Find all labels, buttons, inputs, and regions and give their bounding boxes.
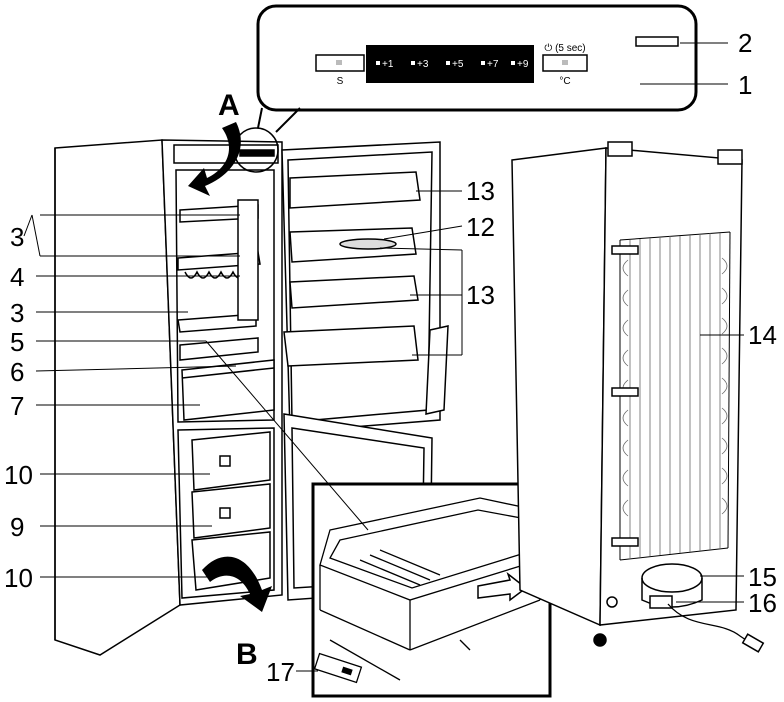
callout-4: 4 (10, 262, 24, 292)
timer-label: ⏻ (5 sec) (544, 43, 585, 54)
pull-arrow (477, 571, 528, 602)
callout-10b: 10 (4, 563, 33, 593)
callout-9: 9 (10, 512, 24, 542)
callout-14: 14 (748, 320, 777, 350)
callout-5: 5 (10, 327, 24, 357)
callout-17: 17 (266, 657, 295, 687)
callout-7: 7 (10, 391, 24, 421)
temp-label-7: +7 (487, 59, 499, 70)
temp-label-5: +5 (452, 59, 464, 70)
callout-numbers: 1 2 3 4 3 5 6 7 10 9 10 13 12 13 14 15 1… (4, 28, 777, 687)
compressor (641, 563, 703, 593)
temp-label-1: +1 (382, 59, 394, 70)
callout-6: 6 (10, 357, 24, 387)
callout-16: 16 (748, 588, 777, 618)
callout-2: 2 (738, 28, 752, 58)
arrow-a-label: A (218, 89, 240, 122)
power-plug (741, 633, 765, 653)
temp-label-3: +3 (417, 59, 429, 70)
callout-12: 12 (466, 212, 495, 242)
callout-13a: 13 (466, 176, 495, 206)
fridge-rear-view (511, 141, 765, 653)
callout-3b: 3 (10, 298, 24, 328)
arrow-b-label: B (236, 638, 258, 671)
control-panel-callout: S +1 +3 +5 +7 +9 ⏻ (5 sec) °C (256, 4, 698, 133)
arrow-a: A (188, 89, 241, 196)
indicator-lamp (635, 36, 679, 47)
callout-3a: 3 (10, 222, 24, 252)
condenser-grid (622, 233, 728, 558)
temperature-indicators: +1 +3 +5 +7 +9 (376, 59, 529, 70)
s-button-label: S (337, 76, 344, 87)
arrow-b: B (202, 556, 272, 671)
leader-lines (23, 42, 744, 672)
celsius-label: °C (559, 76, 570, 87)
callout-1: 1 (738, 70, 752, 100)
callout-13b: 13 (466, 280, 495, 310)
temp-label-9: +9 (517, 59, 529, 70)
callout-10a: 10 (4, 460, 33, 490)
crisper-inset (311, 482, 552, 698)
callout-15: 15 (748, 562, 777, 592)
